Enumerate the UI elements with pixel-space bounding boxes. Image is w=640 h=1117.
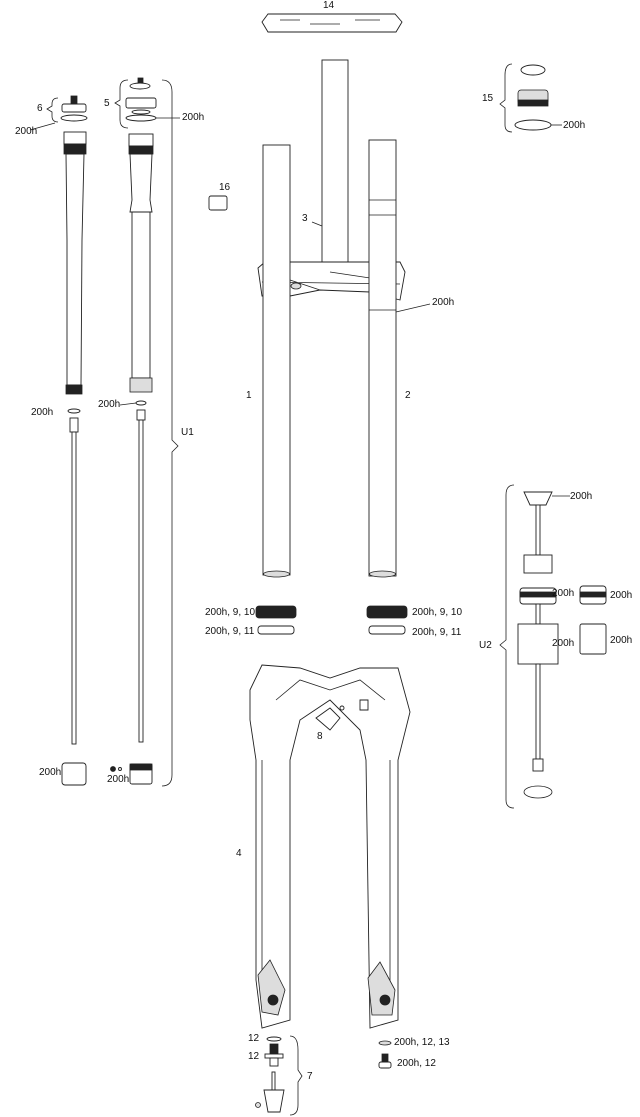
part-7-bottom-hardware [255, 1035, 392, 1116]
label-part-15-200h: 200h [563, 120, 586, 131]
steerer-tube [321, 59, 349, 266]
part-15-assembly [499, 63, 562, 133]
label-u2-low-200h-b: 200h [610, 635, 633, 646]
label-seal-right-a: 200h, 9, 10 [412, 607, 463, 618]
label-part-6-200h: 200h [15, 126, 38, 137]
label-part-5-200h: 200h [182, 112, 205, 123]
label-seal-left-b: 200h, 9, 11 [205, 626, 255, 637]
part-14-top-plate [261, 13, 403, 33]
label-part-12-b: 12 [248, 1051, 260, 1062]
label-left-cart-200h: 200h [31, 407, 54, 418]
part-1-left-stanchion [262, 144, 291, 578]
label-u2-mid-200h-a: 200h [552, 588, 575, 599]
label-seal-left-a: 200h, 9, 10 [205, 607, 256, 618]
label-part-2: 2 [405, 390, 411, 401]
label-part-5: 5 [104, 98, 110, 109]
label-u1: U1 [181, 427, 194, 438]
label-u2-top-200h: 200h [570, 491, 593, 502]
label-part-2-200h: 200h [432, 297, 455, 308]
label-seal-right-b: 200h, 9, 11 [412, 627, 462, 638]
label-part-15: 15 [482, 93, 494, 104]
label-right-cart-200h: 200h [98, 399, 121, 410]
label-part-4: 4 [236, 848, 242, 859]
label-part-8: 8 [317, 731, 323, 742]
u2-assembly [499, 484, 607, 809]
dust-seals [255, 605, 408, 635]
label-part-6: 6 [37, 103, 43, 114]
part-4-lower-legs [249, 664, 411, 1029]
right-spring-cartridge [110, 77, 180, 787]
part-2-right-stanchion [368, 139, 431, 578]
label-part-3: 3 [302, 213, 308, 224]
left-damper-cartridge [29, 95, 88, 786]
part-8-valve [315, 699, 369, 731]
label-part-7: 7 [307, 1071, 313, 1082]
label-u2-mid-200h-b: 200h [610, 590, 633, 601]
label-part-12-a: 12 [248, 1033, 260, 1044]
label-part-16: 16 [219, 182, 231, 193]
label-washer: 200h, 12, 13 [394, 1037, 450, 1048]
label-bottom-left-200h: 200h [39, 767, 62, 778]
label-bottom-right-200h: 200h [107, 774, 130, 785]
label-part-14: 14 [323, 0, 335, 11]
label-part-1: 1 [246, 390, 252, 401]
label-bolt: 200h, 12 [397, 1058, 436, 1069]
part-16-clip [208, 195, 228, 211]
label-u2-low-200h-a: 200h [552, 638, 575, 649]
label-u2: U2 [479, 640, 492, 651]
